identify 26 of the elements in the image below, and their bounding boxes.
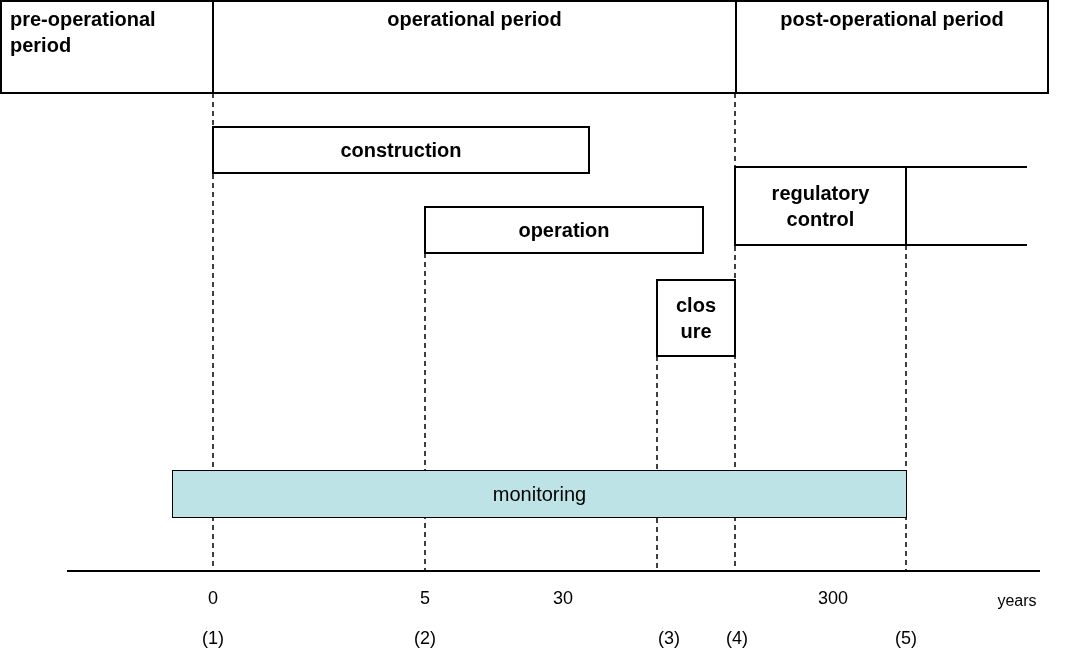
axis-tick-label: 300 (818, 588, 848, 609)
point-number: (3) (658, 628, 680, 649)
point-number: (5) (895, 628, 917, 649)
axis-tick-label: 5 (420, 588, 430, 609)
phase-bar (656, 279, 736, 357)
axis-tick-label: years (997, 592, 1037, 610)
phase-bar (424, 206, 704, 254)
node-label: operational period (387, 7, 562, 32)
axis-tick-label: 30 (553, 588, 573, 609)
phase-bar (734, 166, 907, 246)
point-number: (4) (726, 628, 748, 649)
period-header-box (0, 0, 214, 94)
node-label: monitoring (492, 482, 587, 507)
node-label: operation (518, 218, 610, 243)
point-number: (1) (202, 628, 224, 649)
node-label: construction (340, 138, 462, 163)
period-header-box (212, 0, 737, 94)
node-label: post-operational period (780, 7, 1004, 32)
point-number: (2) (414, 628, 436, 649)
phase-bar (212, 126, 590, 174)
monitoring-bar (172, 470, 907, 518)
node-label: regulatory control (770, 181, 871, 232)
axis-tick-label: 0 (208, 588, 218, 609)
period-header-box (735, 0, 1049, 94)
node-label: pre-operational period (10, 7, 157, 58)
node-label: clos ure (675, 293, 717, 344)
